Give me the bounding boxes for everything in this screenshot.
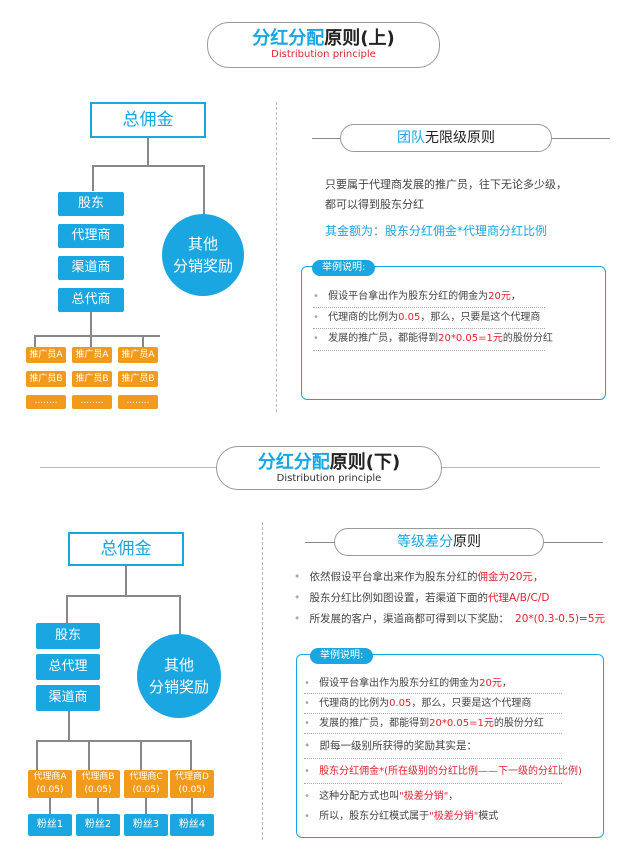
bottom-fan-2: 粉丝2 — [76, 814, 120, 836]
bottom-fan-1: 粉丝1 — [28, 814, 72, 836]
bottom-agent-a: 代理商A(0.05) — [28, 770, 72, 798]
top-desc-line-1: 只要属于代理商发展的推广员，往下无论多少级， — [325, 178, 567, 191]
top-example-tag: 举例说明: — [312, 260, 376, 276]
top-title: 分红分配原则(上) — [252, 28, 395, 49]
top-example-line-1: 假设平台拿出作为股东分红的佣金为20元， — [313, 290, 521, 304]
bottom-connector — [66, 595, 68, 623]
bottom-subtitle: Distribution principle — [276, 473, 382, 484]
bottom-title: 分红分配原则(下) — [257, 452, 401, 473]
bottom-example-line-4: 即每一级别所获得的奖励其实是： — [304, 739, 478, 753]
top-example-dotline — [313, 350, 545, 351]
top-connector — [92, 165, 204, 167]
bottom-example-dotline — [304, 758, 562, 759]
bottom-connector — [179, 595, 181, 639]
bottom-example-line-2: 代理商的比例为0.05，那么，只要是这个代理商 — [304, 697, 531, 711]
bottom-agent-d: 代理商D(0.05) — [170, 770, 214, 798]
bottom-fan-3: 粉丝3 — [124, 814, 168, 836]
bottom-connector — [49, 798, 51, 814]
bottom-example-dotline — [304, 733, 562, 734]
top-promoter-b-3: 推广员B — [118, 371, 158, 387]
bottom-connector — [125, 566, 127, 596]
bottom-connector — [66, 595, 180, 597]
bottom-rule-line-1: 依然假设平台拿出来作为股东分红的佣金为20元， — [294, 570, 544, 584]
bottom-example-line-7: 所以，股东分红模式属于"极差分销"模式 — [304, 810, 498, 824]
bottom-connector — [140, 740, 142, 770]
bottom-example-dotline — [304, 693, 562, 694]
top-level-channel: 渠道商 — [58, 256, 124, 280]
top-root-box: 总佣金 — [90, 102, 206, 138]
bottom-example-line-5: 股东分红佣金*(所在级别的分红比例——下一级的分红比例) — [304, 765, 582, 779]
bottom-level-channel: 渠道商 — [36, 685, 100, 711]
bottom-example-dotline — [304, 783, 562, 784]
bottom-level-shareholder: 股东 — [36, 623, 100, 649]
bottom-connector — [191, 798, 193, 814]
bottom-level-general-agent: 总代理 — [36, 654, 100, 680]
top-example-dotline — [313, 328, 545, 329]
top-connector — [34, 335, 160, 337]
bottom-divider — [262, 522, 263, 840]
top-promoter-a-2: 推广员A — [72, 347, 112, 363]
top-example-line-3: 发展的推广员，都能得到20*0.05=1元的股份分红 — [313, 332, 553, 346]
top-connector — [90, 312, 92, 336]
top-promoter-a-1: 推广员A — [26, 347, 66, 363]
top-connector — [203, 165, 205, 217]
top-level-general-agent: 总代商 — [58, 288, 124, 312]
top-promoter-b-2: 推广员B — [72, 371, 112, 387]
top-example-line-2: 代理商的比例为0.05，那么，只要是这个代理商 — [313, 311, 540, 325]
bottom-connector — [88, 740, 90, 770]
bottom-rule-pill: 等级差分原则 — [334, 528, 544, 556]
bottom-fan-4: 粉丝4 — [170, 814, 214, 836]
top-connector — [92, 165, 94, 191]
bottom-agent-b: 代理商B(0.05) — [76, 770, 120, 798]
top-example-dotline — [313, 307, 545, 308]
top-promoter-b-1: 推广员B — [26, 371, 66, 387]
bottom-connector — [36, 740, 192, 742]
bottom-agent-c: 代理商C(0.05) — [124, 770, 168, 798]
top-connector — [142, 335, 144, 347]
bottom-other-reward-circle: 其他 分销奖励 — [137, 634, 221, 718]
bottom-rule-line-2: 股东分红比例如图设置，若渠道下面的代理A/B/C/D — [294, 591, 550, 605]
bottom-rule-line-3: 所发展的客户，渠道商都可得到以下奖励：20*(0.3-0.5)=5元 — [294, 612, 605, 626]
bottom-connector — [145, 798, 147, 814]
top-promoter-more-1: ........ — [26, 395, 66, 409]
bottom-example-dotline — [304, 713, 562, 714]
bottom-example-line-6: 这种分配方式也叫"极差分销"， — [304, 790, 458, 804]
bottom-title-pill: 分红分配原则(下) Distribution principle — [216, 446, 442, 490]
top-connector — [34, 335, 36, 347]
top-other-reward-circle: 其他 分销奖励 — [162, 214, 244, 296]
bottom-example-tag: 举例说明: — [310, 648, 374, 664]
top-subtitle: Distribution principle — [271, 49, 376, 60]
top-formula: 其金额为：股东分红佣金*代理商分红比例 — [325, 224, 548, 238]
top-level-shareholder: 股东 — [58, 192, 124, 216]
bottom-root-box: 总佣金 — [68, 532, 184, 566]
top-connector — [147, 138, 149, 166]
top-level-agent: 代理商 — [58, 224, 124, 248]
top-desc-line-2: 都可以得到股东分红 — [325, 198, 424, 211]
top-divider — [276, 102, 277, 412]
top-promoter-more-3: ........ — [118, 395, 158, 409]
top-promoter-more-2: ........ — [72, 395, 112, 409]
top-title-pill: 分红分配原则(上) Distribution principle — [207, 22, 440, 68]
bottom-example-line-3: 发展的推广员，都能得到20*0.05=1元的股份分红 — [304, 717, 544, 731]
bottom-connector — [68, 711, 70, 741]
bottom-connector — [36, 740, 38, 770]
bottom-example-line-1: 假设平台拿出作为股东分红的佣金为20元， — [304, 677, 512, 691]
bottom-connector — [190, 740, 192, 770]
top-rule-pill: 团队无限级原则 — [340, 124, 552, 152]
top-promoter-a-3: 推广员A — [118, 347, 158, 363]
top-connector — [90, 335, 92, 347]
bottom-connector — [97, 798, 99, 814]
